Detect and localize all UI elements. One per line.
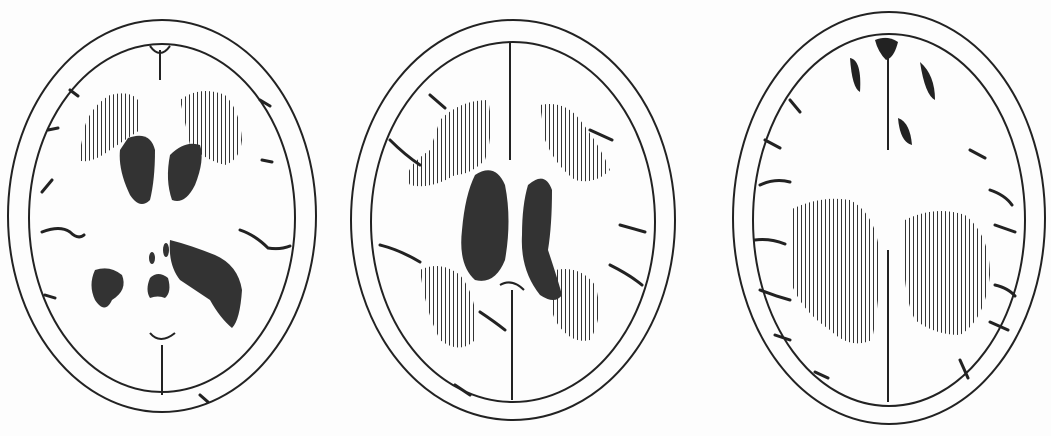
panel-1-frontal-horn-right xyxy=(168,144,202,201)
panel-1-small-ventricle-left xyxy=(149,252,155,264)
panel-3-frontal-sulci xyxy=(850,38,935,145)
panel-1-occipital-fissure xyxy=(150,333,175,395)
panel-1-axial-slice xyxy=(8,20,316,412)
panel-1-posterior-horn-right xyxy=(170,240,242,328)
panel-1-posterior-horn-left xyxy=(92,268,124,307)
panel-1-frontal-fissure xyxy=(150,46,170,80)
panel-1-third-ventricle xyxy=(148,274,170,298)
panel-3-white-matter-lesion-left xyxy=(790,199,880,344)
panel-2-white-matter-lesion-left-lower xyxy=(420,266,476,348)
panel-2-axial-slice xyxy=(351,20,675,420)
panel-3-axial-slice xyxy=(733,12,1045,424)
panel-2-lateral-ventricle-left xyxy=(461,170,508,281)
panel-2-occipital-fissure xyxy=(500,282,524,400)
panel-1-frontal-horn-left xyxy=(120,136,155,204)
panel-2-white-matter-lesion-right-upper xyxy=(540,104,610,181)
panel-1-small-ventricle-right xyxy=(163,243,169,257)
panel-2-lateral-ventricle-right xyxy=(522,179,562,300)
panel-3-white-matter-lesion-right xyxy=(904,211,990,335)
